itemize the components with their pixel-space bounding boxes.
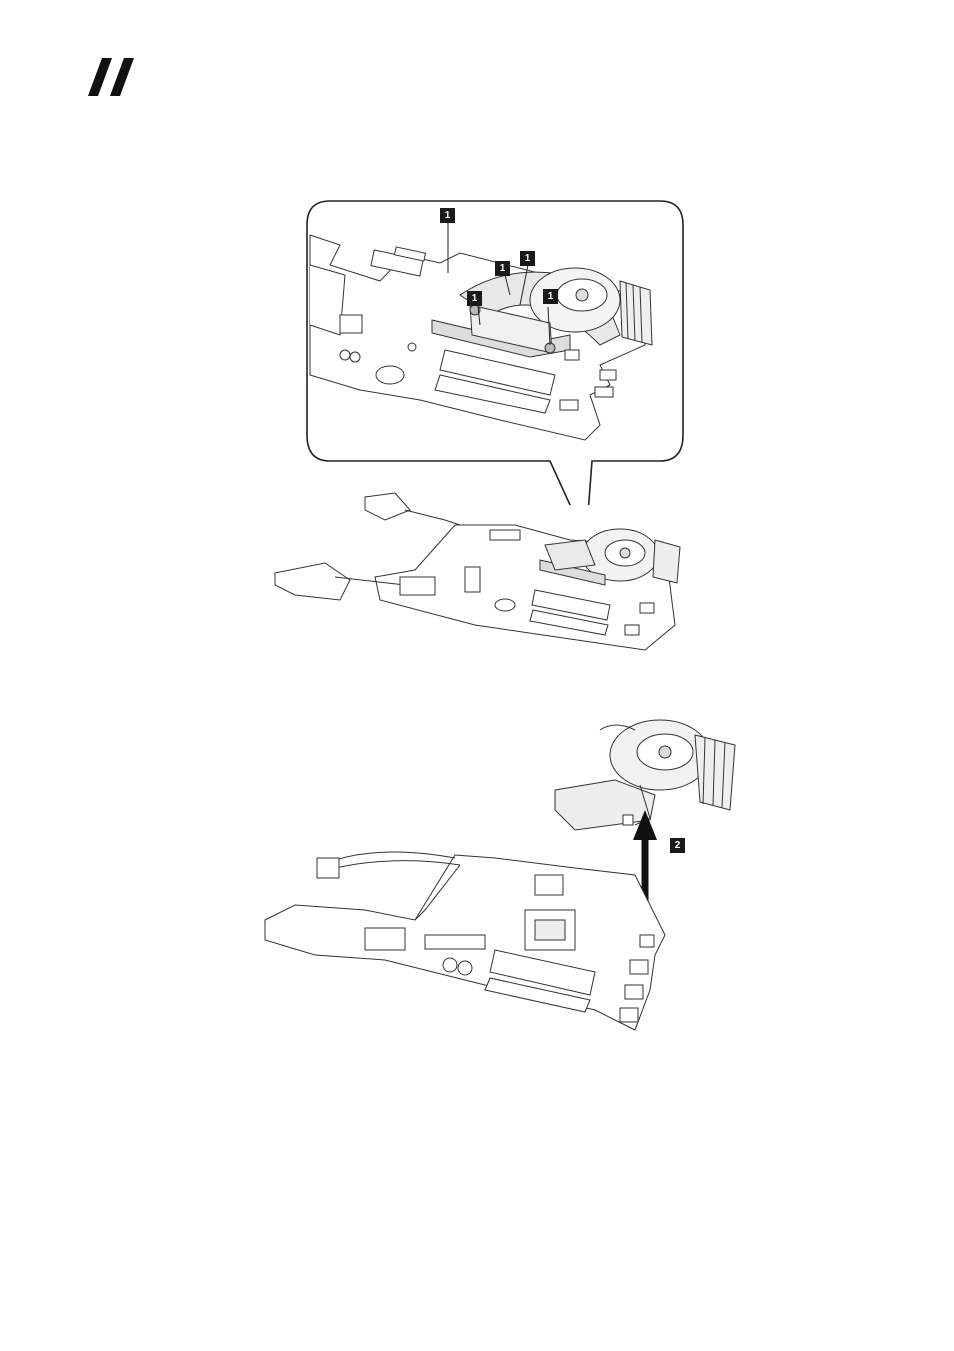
detail-view-figure (300, 195, 690, 505)
lenovo-double-slash-icon (88, 58, 140, 96)
overview-motherboard-figure (265, 485, 695, 660)
callout-marker: 1 (495, 261, 510, 276)
callout-marker: 1 (520, 251, 535, 266)
callout-marker: 1 (543, 289, 558, 304)
callout-marker: 2 (670, 838, 685, 853)
callout-marker: 1 (467, 291, 482, 306)
callout-marker: 1 (440, 208, 455, 223)
removal-view-figure (255, 710, 745, 1050)
